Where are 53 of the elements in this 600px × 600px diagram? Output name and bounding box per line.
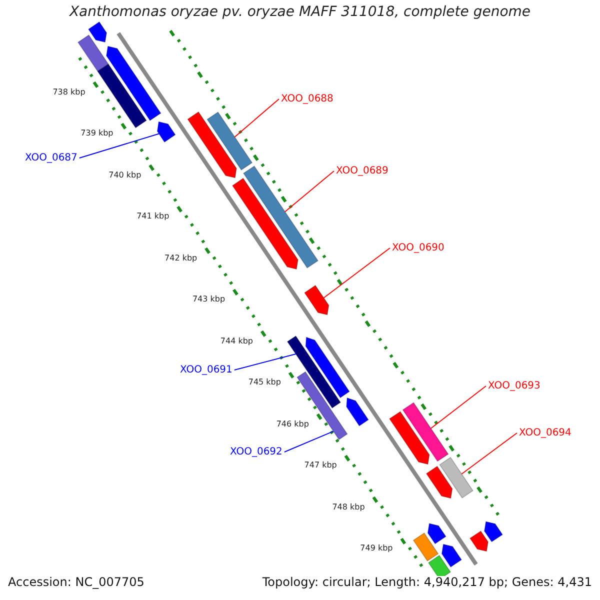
diagram-title: Xanthomonas oryzae pv. oryzae MAFF 311018, complete genome <box>69 4 531 20</box>
leader-line <box>234 98 280 138</box>
gene-block <box>426 466 453 499</box>
gene-block <box>469 530 489 552</box>
scale-label: 748 kbp <box>332 502 365 512</box>
gene-block <box>305 336 350 398</box>
gene-label: XOO_0688 <box>281 93 334 105</box>
gene-bar <box>402 402 449 462</box>
gene-label: XOO_0692 <box>230 446 282 458</box>
scale-label: 747 kbp <box>304 460 337 470</box>
gene-bar <box>412 532 439 562</box>
gene-block <box>304 284 330 316</box>
scale-label: 749 kbp <box>360 544 393 553</box>
leader-line <box>234 354 296 370</box>
gene-label: XOO_0690 <box>392 242 444 254</box>
genome-info-text: Topology: circular; Length: 4,940,217 bp; Genes: 4,431 <box>262 576 592 590</box>
gene-label: XOO_0687 <box>25 152 78 164</box>
gene-block <box>441 544 462 568</box>
gene-block <box>106 46 162 122</box>
scale-label: 739 kbp <box>80 128 114 138</box>
gene-label: XOO_0693 <box>488 380 540 392</box>
gene-bar <box>296 371 348 440</box>
gene-block <box>88 21 108 43</box>
gene-block <box>346 397 369 426</box>
leader-line <box>284 430 334 452</box>
gene-bar <box>286 335 342 409</box>
gene-label: XOO_0691 <box>180 364 232 376</box>
scale-label: 744 kbp <box>220 336 254 346</box>
gene-label: XOO_0694 <box>519 427 572 439</box>
gene-block <box>388 411 430 465</box>
gene-block <box>187 111 237 178</box>
gene-block <box>484 521 504 542</box>
scale-label: 740 kbp <box>108 170 142 180</box>
scale-label: 738 kbp <box>52 87 86 96</box>
gene-bar <box>439 456 474 498</box>
scale-label: 742 kbp <box>164 253 198 262</box>
scale-label: 745 kbp <box>248 378 281 387</box>
scale-label: 741 kbp <box>136 212 170 221</box>
leader-line <box>78 133 160 158</box>
gene-block <box>427 523 446 544</box>
scale-label: 743 kbp <box>192 294 226 304</box>
scale-label: 746 kbp <box>276 419 309 428</box>
gene-bar <box>206 112 253 171</box>
gene-block <box>232 178 298 270</box>
gene-bar <box>242 166 319 268</box>
leader-line <box>284 170 334 212</box>
accession-text: Accession: NC_007705 <box>8 576 144 590</box>
gene-block <box>156 121 176 143</box>
gene-bar <box>77 34 109 72</box>
gene-bar <box>97 64 147 128</box>
leader-line <box>461 432 518 474</box>
gene-label: XOO_0689 <box>336 165 388 177</box>
leader-line <box>323 248 390 298</box>
